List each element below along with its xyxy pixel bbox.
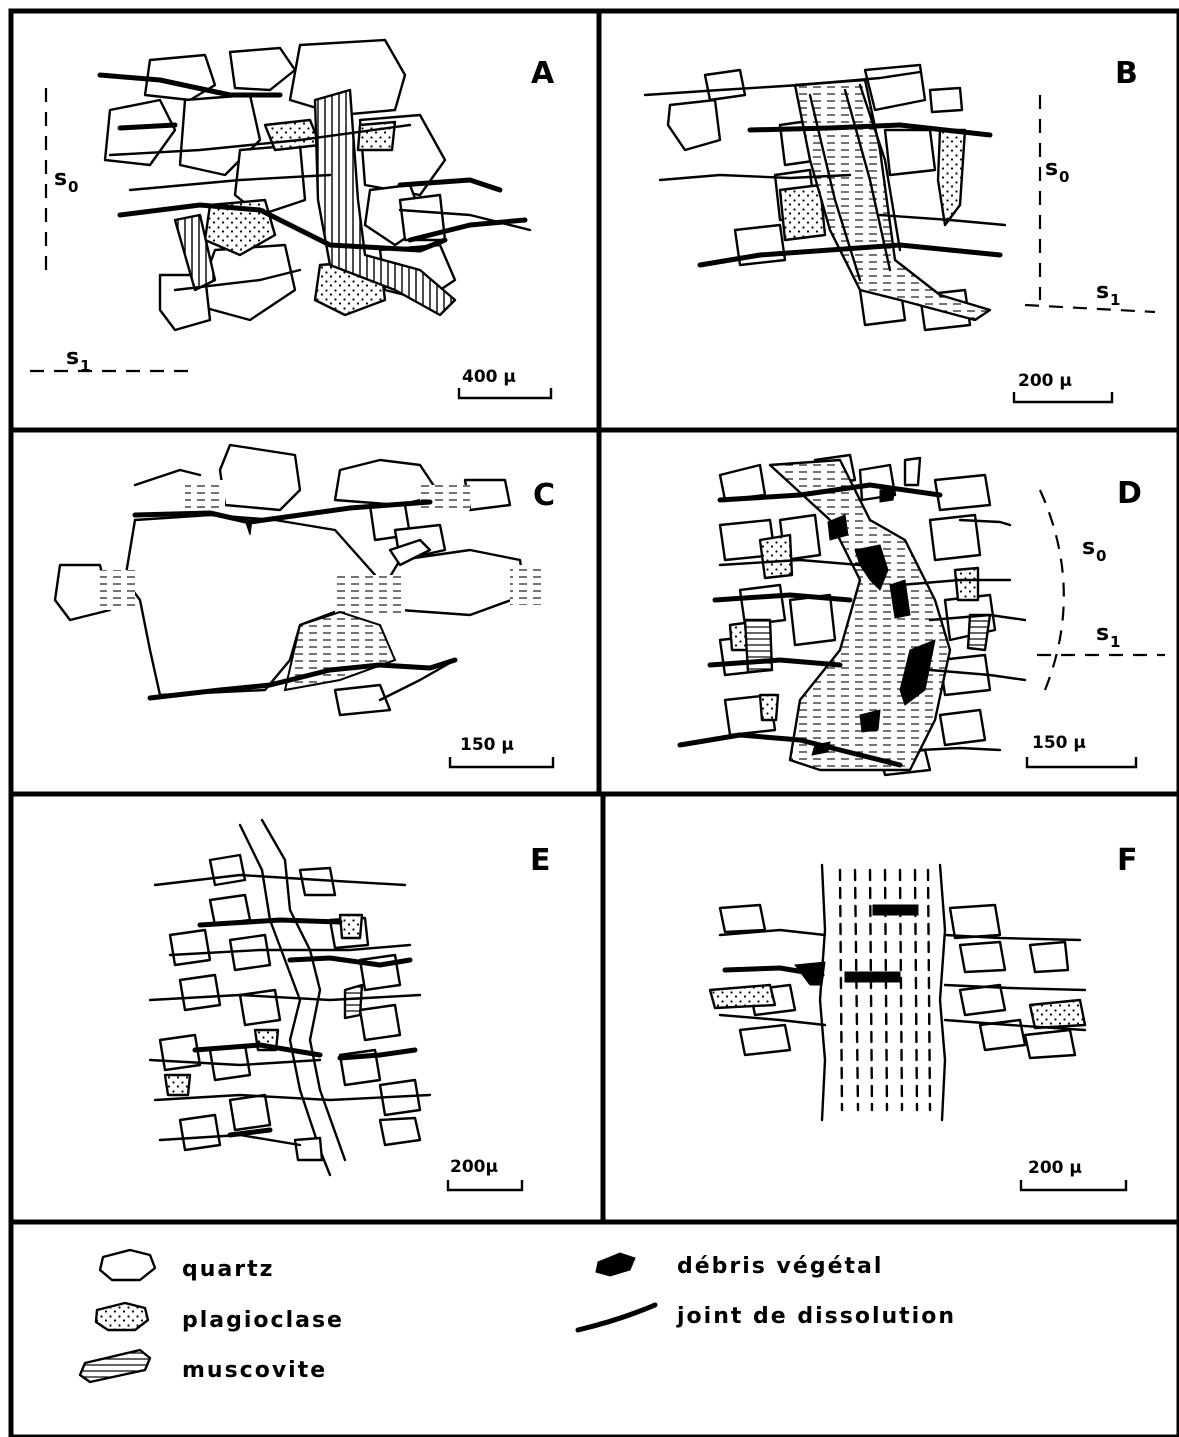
s1-label-d: s xyxy=(1096,621,1109,646)
s0-marker-a: s 0 xyxy=(46,88,78,280)
svg-text:joint de dissolution: joint de dissolution xyxy=(676,1304,956,1329)
panel-letter-d: D xyxy=(1117,476,1142,511)
svg-text:quartz: quartz xyxy=(182,1257,274,1282)
vein-f xyxy=(820,865,945,1120)
svg-text:200 μ: 200 μ xyxy=(1018,371,1072,391)
svg-text:1: 1 xyxy=(1110,633,1120,651)
legend-item-muscovite: muscovite xyxy=(80,1350,327,1383)
scale-bar-a: 400 μ xyxy=(459,367,551,398)
svg-text:0: 0 xyxy=(68,178,78,196)
svg-text:muscovite: muscovite xyxy=(182,1358,327,1383)
muscovite-e xyxy=(345,985,362,1018)
plagioclase-f xyxy=(710,985,1085,1028)
svg-text:400 μ: 400 μ xyxy=(462,367,516,387)
panel-letter-c: C xyxy=(533,478,555,513)
scale-bar-b: 200 μ xyxy=(1014,371,1112,402)
debris-icon xyxy=(596,1253,635,1276)
s1-marker-b: s 1 xyxy=(1025,279,1155,312)
scale-bar-d: 150 μ xyxy=(1027,733,1136,767)
panel-d: D xyxy=(680,455,1165,775)
panel-f: F xyxy=(710,843,1138,1190)
svg-text:1: 1 xyxy=(80,357,90,375)
s1-marker-a: s 1 xyxy=(30,345,190,375)
s0-label-b: s xyxy=(1045,156,1058,181)
s0-marker-d: s 0 xyxy=(1040,490,1106,690)
legend-item-quartz: quartz xyxy=(100,1250,274,1282)
svg-text:1: 1 xyxy=(1110,291,1120,309)
svg-text:150 μ: 150 μ xyxy=(1032,733,1086,753)
svg-text:150 μ: 150 μ xyxy=(460,735,514,755)
panel-e: E xyxy=(150,820,551,1190)
joint-icon xyxy=(578,1305,655,1330)
panel-a: A xyxy=(30,40,555,398)
svg-text:0: 0 xyxy=(1096,547,1106,565)
panel-b: B xyxy=(645,56,1155,402)
quartz-icon xyxy=(100,1250,155,1280)
s0-label-d: s xyxy=(1082,535,1095,560)
svg-text:200μ: 200μ xyxy=(450,1157,498,1177)
panel-c: C 150 xyxy=(55,445,555,767)
muscovite-icon xyxy=(80,1350,150,1382)
s0-marker-b: s 0 xyxy=(1040,95,1069,300)
s1-label-b: s xyxy=(1096,279,1109,304)
plagioclase-icon xyxy=(96,1303,148,1330)
svg-text:200 μ: 200 μ xyxy=(1028,1158,1082,1178)
svg-text:débris végétal: débris végétal xyxy=(677,1254,883,1279)
svg-text:0: 0 xyxy=(1059,168,1069,186)
svg-text:plagioclase: plagioclase xyxy=(182,1308,344,1333)
scale-bar-c: 150 μ xyxy=(450,735,553,767)
legend: quartz plagioclase muscovite débris végé… xyxy=(80,1250,956,1383)
s1-marker-d: s 1 xyxy=(1037,621,1165,655)
panel-letter-b: B xyxy=(1115,56,1138,91)
s0-label-a: s xyxy=(54,166,67,191)
legend-item-debris: débris végétal xyxy=(596,1253,883,1279)
scale-bar-e: 200μ xyxy=(448,1157,522,1190)
scale-bar-f: 200 μ xyxy=(1021,1158,1126,1190)
s1-label-a: s xyxy=(66,345,79,370)
panel-letter-e: E xyxy=(530,843,551,878)
legend-item-plagioclase: plagioclase xyxy=(96,1303,344,1333)
panel-letter-f: F xyxy=(1117,843,1138,878)
panel-letter-a: A xyxy=(531,56,555,91)
legend-item-joint: joint de dissolution xyxy=(578,1304,956,1330)
